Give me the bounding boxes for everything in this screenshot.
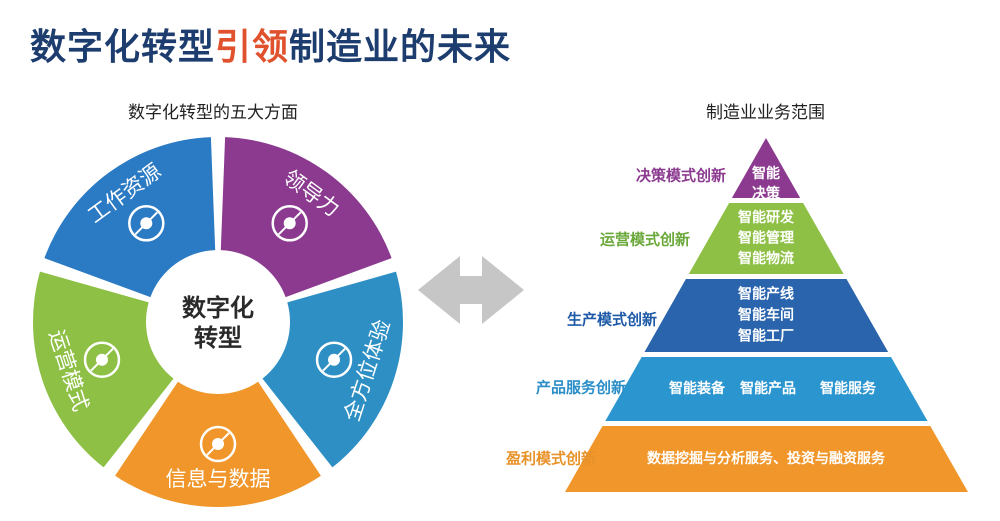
pyramid-tier-4: [565, 426, 968, 492]
right-subtitle: 制造业业务范围: [706, 103, 825, 123]
tier-item: 智能装备: [668, 380, 726, 397]
tier-level-label: 盈利模式创新: [505, 450, 596, 468]
pyramid-tier-2: [644, 279, 889, 352]
double-arrow-icon: [418, 256, 524, 324]
title-part-1: 数字化转型: [30, 27, 216, 68]
shopping-bag-icon: [315, 341, 353, 378]
tier-item: 智能研发: [737, 209, 795, 226]
page-title: 数字化转型引领制造业的未来: [30, 18, 511, 70]
tier-item: 智能: [751, 165, 780, 182]
tier-item: 智能物流: [737, 250, 794, 267]
wheel-segment-2: [262, 271, 404, 468]
tier-item: 智能产线: [737, 286, 794, 303]
five-aspects-wheel: 工作资源领导力全方位体验信息与数据运营模式数字化转型: [32, 137, 404, 507]
left-subtitle: 数字化转型的五大方面: [128, 103, 298, 123]
tier-item: 决策: [752, 185, 781, 202]
tier-level-label: 产品服务创新: [536, 379, 626, 397]
tier-item: 智能服务: [819, 380, 877, 397]
wheel-segment-label: 信息与数据: [166, 467, 271, 491]
wheel-segment-4: [32, 271, 174, 468]
tier-level-label: 生产模式创新: [567, 311, 657, 329]
pyramid-tier-3: [605, 357, 928, 421]
podcast-microphone-icon: [271, 205, 308, 242]
tier-item: 智能工厂: [737, 328, 794, 345]
tier-level-label: 决策模式创新: [636, 167, 726, 185]
pyramid-tier-0: [731, 138, 801, 198]
wheel-center-label: 转型: [194, 324, 242, 352]
title-part-2: 制造业的未来: [289, 27, 512, 68]
tier-item: 智能产品: [739, 380, 796, 397]
dice-signal-icon: [199, 425, 237, 463]
hub-cycle-icon: [83, 341, 121, 378]
tier-item: 智能管理: [737, 230, 794, 247]
pyramid-tier-1: [688, 203, 844, 274]
wheel-center: [150, 254, 286, 390]
tier-item: 数据挖掘与分析服务、投资与融资服务: [647, 450, 886, 467]
wheel-center-label: 数字化: [182, 294, 254, 322]
title-highlight: 引领: [215, 27, 290, 68]
tier-level-label: 运营模式创新: [600, 231, 690, 249]
people-network-icon: [128, 205, 165, 242]
tier-item: 智能车间: [737, 307, 794, 324]
